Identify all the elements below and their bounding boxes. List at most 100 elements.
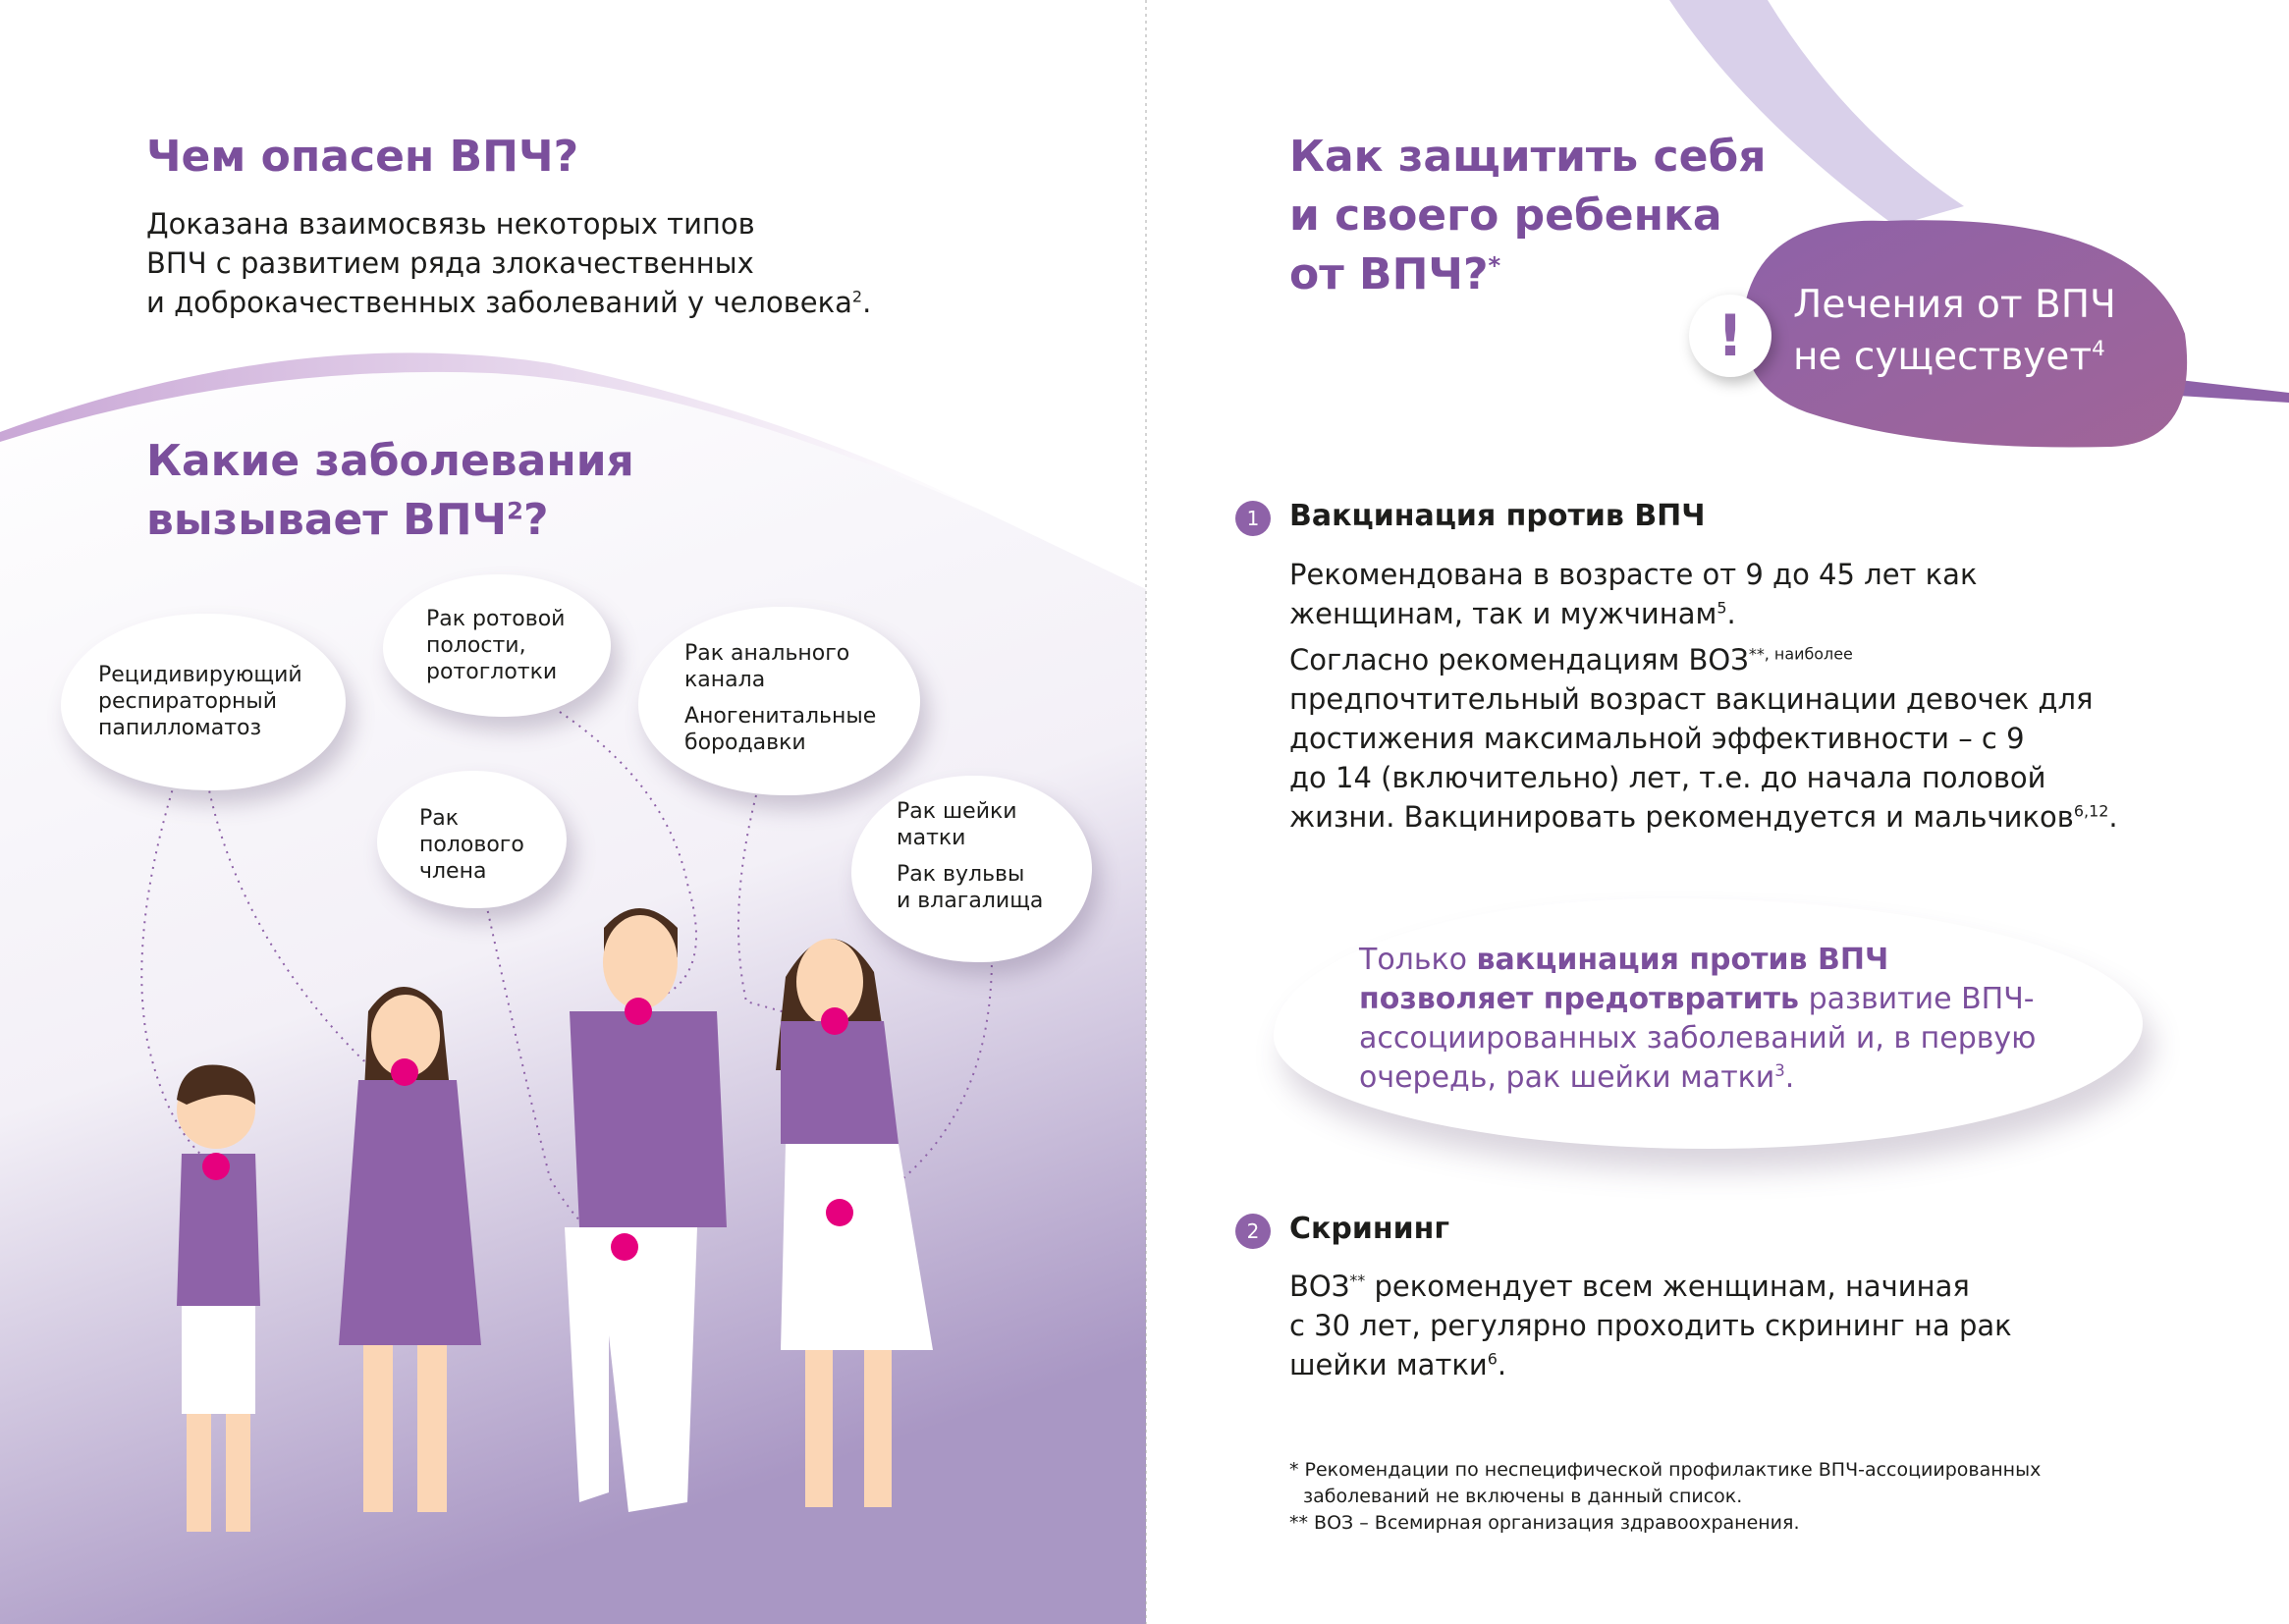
title-hpv-danger: Чем опасен ВПЧ? <box>146 132 579 182</box>
para-end: . <box>1497 1348 1507 1381</box>
bubble-line: Аногенитальные <box>684 704 877 729</box>
ref-sup: 2 <box>507 497 523 525</box>
footnote: ** ВОЗ – Всемирная организация здравоохр… <box>1289 1512 1800 1534</box>
alert-blob <box>1742 220 2188 448</box>
para-text: рекомендует всем женщинам, начиная <box>1365 1270 1970 1303</box>
bubble-line: и влагалища <box>897 889 1044 913</box>
intro-line: ВПЧ с развитием ряда злокачественных <box>146 246 754 280</box>
bubble-line: Рак <box>419 806 460 831</box>
alert-line: Лечения от ВПЧ <box>1793 283 2116 327</box>
alert-line: не существует4 <box>1793 331 2116 383</box>
title-line: от ВПЧ?* <box>1289 245 1766 304</box>
quote-end: . <box>1784 1060 1795 1095</box>
title-protect: Как защитить себя и своего ребенка от ВП… <box>1289 128 1766 304</box>
intro-text: и доброкачественных заболеваний у челове… <box>146 286 852 319</box>
title-line: вызывает ВПЧ2? <box>146 491 634 550</box>
para-text: ВОЗ <box>1289 1270 1350 1303</box>
quote-line: Только вакцинация против ВПЧ <box>1359 941 2036 980</box>
family-illustration <box>177 908 933 1532</box>
intro-line: и доброкачественных заболеваний у челове… <box>146 283 871 322</box>
exclamation-icon: ! <box>1689 295 1771 377</box>
quote-line: ассоциированных заболеваний и, в первую <box>1359 1021 2037 1056</box>
bubble-line: ротоглотки <box>426 660 558 684</box>
bubble-line: Рецидивирующий <box>98 663 302 687</box>
title-text: от ВПЧ? <box>1289 249 1489 299</box>
ref-sup: 3 <box>1774 1061 1785 1080</box>
para-line: Рекомендована в возрасте от 9 до 45 лет … <box>1289 558 1978 591</box>
bubble-line: Рак шейки <box>897 799 1017 824</box>
para-line: предпочтительный возраст вакцинации дево… <box>1289 682 2094 716</box>
intro-line: Доказана взаимосвязь некоторых типов <box>146 207 755 241</box>
bubble-line: Рак анального <box>684 641 850 666</box>
bubble-text: Рак ротовой полости, ротоглотки <box>426 606 565 685</box>
bubble-line: полового <box>419 833 524 857</box>
footnote: заболеваний не включены в данный список. <box>1303 1486 1743 1507</box>
bubble-oral-cancer <box>383 574 611 717</box>
title-diseases: Какие заболевания вызывает ВПЧ2? <box>146 432 634 550</box>
para-line: женщинам, так и мужчинам5. <box>1289 594 2118 633</box>
bubble-line: бородавки <box>684 731 806 755</box>
bubble-anal-cancer <box>638 607 920 795</box>
title-end: ? <box>522 495 549 545</box>
quote-text-part: Только <box>1359 943 1477 977</box>
ref-sup: 6,12 <box>2073 801 2109 821</box>
bubble-text: Рецидивирующий респираторный папилломато… <box>98 662 302 741</box>
quote-bold: вакцинация против ВПЧ <box>1476 943 1889 977</box>
bubble-text: Рак шейки матки Рак вульвы и влагалища <box>897 798 1043 914</box>
bubble-line: члена <box>419 859 487 884</box>
para-text: шейки матки <box>1289 1348 1488 1381</box>
alert-line-text: не существует <box>1793 335 2093 379</box>
ref-sup: 6 <box>1487 1349 1498 1369</box>
para-end: . <box>2108 800 2118 834</box>
para-text: жизни. Вакцинировать рекомендуется и мал… <box>1289 800 2074 834</box>
bubble-text: Рак полового члена <box>419 805 524 885</box>
para-text: женщинам, так и мужчинам <box>1289 597 1717 630</box>
bubble-line: матки <box>897 826 966 850</box>
ref-sup: 5 <box>1717 598 1727 618</box>
para-text: Согласно рекомендациям ВОЗ <box>1289 643 1749 677</box>
quote-text: Только вакцинация против ВПЧ позволяет п… <box>1359 941 2036 1098</box>
ref-sup: * <box>1488 251 1501 280</box>
bubble-cervical-cancer <box>851 776 1092 962</box>
ref-sup: 2 <box>851 287 863 306</box>
para-line: ВОЗ** рекомендует всем женщинам, начиная <box>1289 1267 2012 1306</box>
para-end: . <box>1726 597 1736 630</box>
bubble-line: Рак вульвы <box>897 862 1025 887</box>
bubble-line: респираторный <box>98 689 278 714</box>
para-line: с 30 лет, регулярно проходить скрининг н… <box>1289 1309 2012 1342</box>
quote-line: очередь, рак шейки матки3. <box>1359 1058 2036 1098</box>
bubble-line: Рак ротовой <box>426 607 566 631</box>
heading-vaccination: Вакцинация против ВПЧ <box>1289 499 1706 533</box>
title-line: и своего ребенка <box>1289 190 1722 241</box>
intro-end: . <box>862 286 872 319</box>
para-line: шейки матки6. <box>1289 1345 2012 1384</box>
quote-cloud <box>1274 898 2143 1149</box>
screening-paragraph: ВОЗ** рекомендует всем женщинам, начиная… <box>1289 1267 2012 1384</box>
ref-sup: **, наиболее <box>1748 644 1853 664</box>
bubble-penile-cancer <box>377 771 567 908</box>
para-line: достижения максимальной эффективности – … <box>1289 722 2025 755</box>
bubble-line: папилломатоз <box>98 716 262 740</box>
heading-screening: Скрининг <box>1289 1212 1450 1246</box>
ref-sup: ** <box>1349 1271 1366 1290</box>
bubble-papillomatosis <box>61 614 346 790</box>
para-line: до 14 (включительно) лет, т.е. до начала… <box>1289 761 2046 794</box>
ref-sup: 4 <box>2092 337 2105 361</box>
bubble-text: Рак анального канала Аногенитальные боро… <box>684 640 876 756</box>
footnotes: * Рекомендации по неспецифической профил… <box>1289 1457 2041 1537</box>
footnote: * Рекомендации по неспецифической профил… <box>1289 1459 2042 1481</box>
title-text: вызывает ВПЧ <box>146 495 508 545</box>
bubble-line: канала <box>684 668 766 692</box>
vaccination-paragraph: Рекомендована в возрасте от 9 до 45 лет … <box>1289 555 2118 837</box>
title-line: Какие заболевания <box>146 436 634 486</box>
para-line: Согласно рекомендациям ВОЗ**, наиболее <box>1289 640 2118 679</box>
step-badge-1: 1 <box>1235 501 1271 536</box>
quote-line: позволяет предотвратить развитие ВПЧ- <box>1359 980 2036 1019</box>
quote-bold: позволяет предотвратить <box>1359 982 1800 1016</box>
bubble-line: полости, <box>426 633 526 658</box>
intro-paragraph: Доказана взаимосвязь некоторых типов ВПЧ… <box>146 204 871 322</box>
alert-text: Лечения от ВПЧ не существует4 <box>1793 279 2116 383</box>
title-line: Как защитить себя <box>1289 132 1767 182</box>
quote-text-part: очередь, рак шейки матки <box>1359 1060 1775 1095</box>
step-badge-2: 2 <box>1235 1214 1271 1249</box>
